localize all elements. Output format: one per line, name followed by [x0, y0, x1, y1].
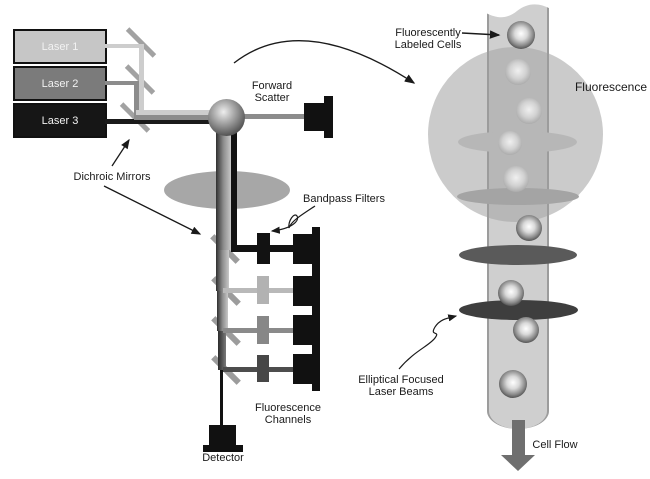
labeled-cell: [507, 21, 535, 49]
labeled-cell: [499, 370, 527, 398]
labeled-cell: [503, 166, 529, 192]
beam-intersection-ball: [208, 99, 245, 136]
fluorescence-channels-label-line1: Fluorescence: [254, 402, 322, 414]
curved-arrow-to-right-diagram-icon: [233, 40, 416, 84]
fluorescently-labeled-cells-line1: Fluorescently: [395, 27, 461, 39]
labeled-cell: [498, 280, 524, 306]
elliptical-beams-pointer-squiggle-icon: [398, 314, 458, 370]
labeled-cell: [516, 98, 542, 124]
combined-beam-mid: [134, 115, 218, 120]
labeled-cell: [505, 59, 531, 85]
fluorescence-channels-label-line2: Channels: [264, 414, 312, 426]
elliptical-laser-beam-3: [459, 245, 577, 265]
bottom-detector-base: [203, 445, 243, 452]
elliptical-focused-line2: Laser Beams: [368, 386, 434, 398]
labeled-cell: [516, 215, 542, 241]
cell-flow-arrowhead-icon: [501, 455, 535, 471]
channel-1-detector-bar: [312, 227, 320, 271]
forward-scatter-label-line1: Forward: [251, 80, 293, 92]
elliptical-focused-line1: Elliptical Focused: [358, 374, 444, 386]
collection-beam-final: [220, 370, 223, 425]
bandpass-filter-1: [257, 233, 270, 264]
laser-2-reflected-beam: [134, 81, 139, 117]
collection-beam-segment: [218, 331, 226, 370]
laser-1-reflected-beam: [139, 44, 144, 116]
fluorescently-labeled-cells-line2: Labeled Cells: [394, 39, 462, 51]
elliptical-focused-laser-beams-label: Elliptical Focused Laser Beams: [358, 374, 444, 398]
channel-2-detector: [293, 276, 316, 306]
forward-scatter-beam: [243, 114, 305, 119]
channel-4-detector-bar: [312, 347, 320, 391]
laser-1-box: Laser 1: [13, 29, 107, 64]
combined-beam-light: [136, 110, 218, 115]
bandpass-pointer-squiggle-icon: [270, 205, 316, 234]
forward-scatter-detector: [304, 103, 327, 131]
dichroic-pointer-up-arrow-icon: [111, 138, 130, 167]
labeled-cell: [498, 131, 522, 155]
elliptical-laser-beam-2: [457, 188, 579, 205]
channel-1-detector: [293, 234, 316, 264]
forward-scatter-detector-bar: [324, 96, 333, 138]
channel-1-elbow-beam: [231, 131, 237, 252]
laser-1-beam: [105, 44, 143, 48]
channel-3-detector: [293, 315, 316, 345]
detector-label: Detector: [202, 452, 244, 464]
fluorescence-channels-label: Fluorescence Channels: [255, 402, 321, 426]
bandpass-filter-3: [257, 316, 269, 344]
collection-beam-segment: [217, 291, 228, 331]
channel-2-detector-bar: [312, 269, 320, 313]
cell-flow-arrow-icon: [512, 420, 525, 456]
bandpass-filters-label: Bandpass Filters: [303, 193, 385, 205]
collection-beam-segment: [216, 250, 229, 291]
labeled-cell: [513, 317, 539, 343]
laser-2-beam: [105, 81, 141, 85]
collection-beam-segment: [216, 131, 231, 250]
bandpass-filter-2: [257, 276, 269, 304]
laser-3-box: Laser 3: [13, 103, 107, 138]
cell-flow-label: Cell Flow: [532, 439, 578, 451]
forward-scatter-label-line2: Scatter: [254, 92, 290, 104]
elliptical-laser-beam-4: [459, 300, 578, 320]
bottom-detector: [209, 425, 236, 445]
fluorescently-labeled-cells-label: Fluorescently Labeled Cells: [395, 27, 462, 51]
laser-3-beam: [105, 119, 217, 124]
laser-2-box: Laser 2: [13, 66, 107, 101]
fluorescence-label: Fluorescence: [574, 80, 648, 94]
channel-4-detector: [293, 354, 316, 384]
channel-3-detector-bar: [312, 308, 320, 352]
dichroic-mirrors-label: Dichroic Mirrors: [73, 171, 151, 183]
bandpass-filter-4: [257, 355, 269, 382]
forward-scatter-label: Forward Scatter: [252, 80, 292, 104]
